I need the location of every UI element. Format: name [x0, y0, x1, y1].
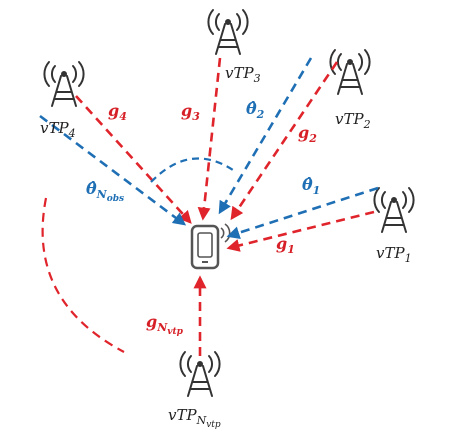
arrow-g4 [75, 95, 192, 224]
angle-arc [150, 157, 234, 183]
label-theta1: θ̂1 [302, 175, 320, 197]
arrow-g2 [230, 61, 339, 221]
arrow-thetan [39, 114, 187, 226]
label-g1: g1 [276, 234, 295, 256]
label-g3: g3 [181, 101, 200, 123]
label-vtp2: vTP2 [335, 110, 371, 131]
label-vtpn: vTPNvtp [168, 406, 221, 430]
arrow-g3 [197, 57, 222, 221]
tower-vtpn-icon [179, 351, 221, 397]
label-vtp3: vTP3 [225, 64, 261, 85]
label-theta2: θ̂2 [246, 99, 265, 121]
phone-icon [190, 223, 231, 270]
label-g4: g4 [108, 101, 127, 123]
label-g2: g2 [298, 123, 317, 145]
arrow-theta1 [226, 186, 379, 239]
label-thetan: θ̂Nobs [86, 179, 124, 204]
continuation-arc [41, 197, 125, 353]
arrow-g1 [226, 210, 375, 252]
tower-vtp4-icon [43, 61, 85, 107]
tower-vtp1-icon [373, 187, 415, 233]
label-gn: gNvtp [146, 312, 184, 337]
tower-vtp3-icon [207, 9, 249, 55]
label-vtp1: vTP1 [376, 244, 412, 265]
tower-vtp2-icon [329, 49, 371, 95]
label-vtp4: vTP4 [40, 119, 76, 140]
